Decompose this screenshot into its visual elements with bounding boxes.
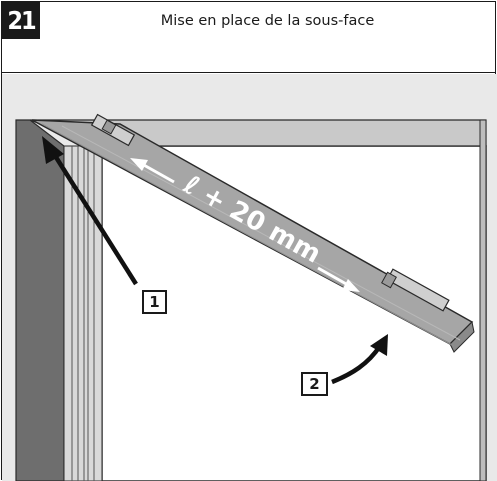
header-divider (2, 72, 495, 73)
left-reveal (15, 119, 65, 481)
step-title: Mise en place de la sous-face (160, 13, 375, 29)
soffit-panel (31, 119, 475, 353)
clip-left (90, 113, 136, 147)
callout-1: 1 (142, 290, 167, 314)
right-frame-edge (479, 119, 487, 481)
clip-right (381, 268, 450, 312)
callout-1-arrow (42, 136, 138, 286)
dimension-arrow-left (130, 158, 175, 184)
dimension-arrow-right (317, 266, 360, 292)
step-number-badge: 21 (2, 2, 40, 39)
callout-2-arrow (331, 334, 388, 385)
installation-illustration: ℓ + 20 mm (2, 74, 497, 481)
callout-2: 2 (301, 372, 328, 396)
